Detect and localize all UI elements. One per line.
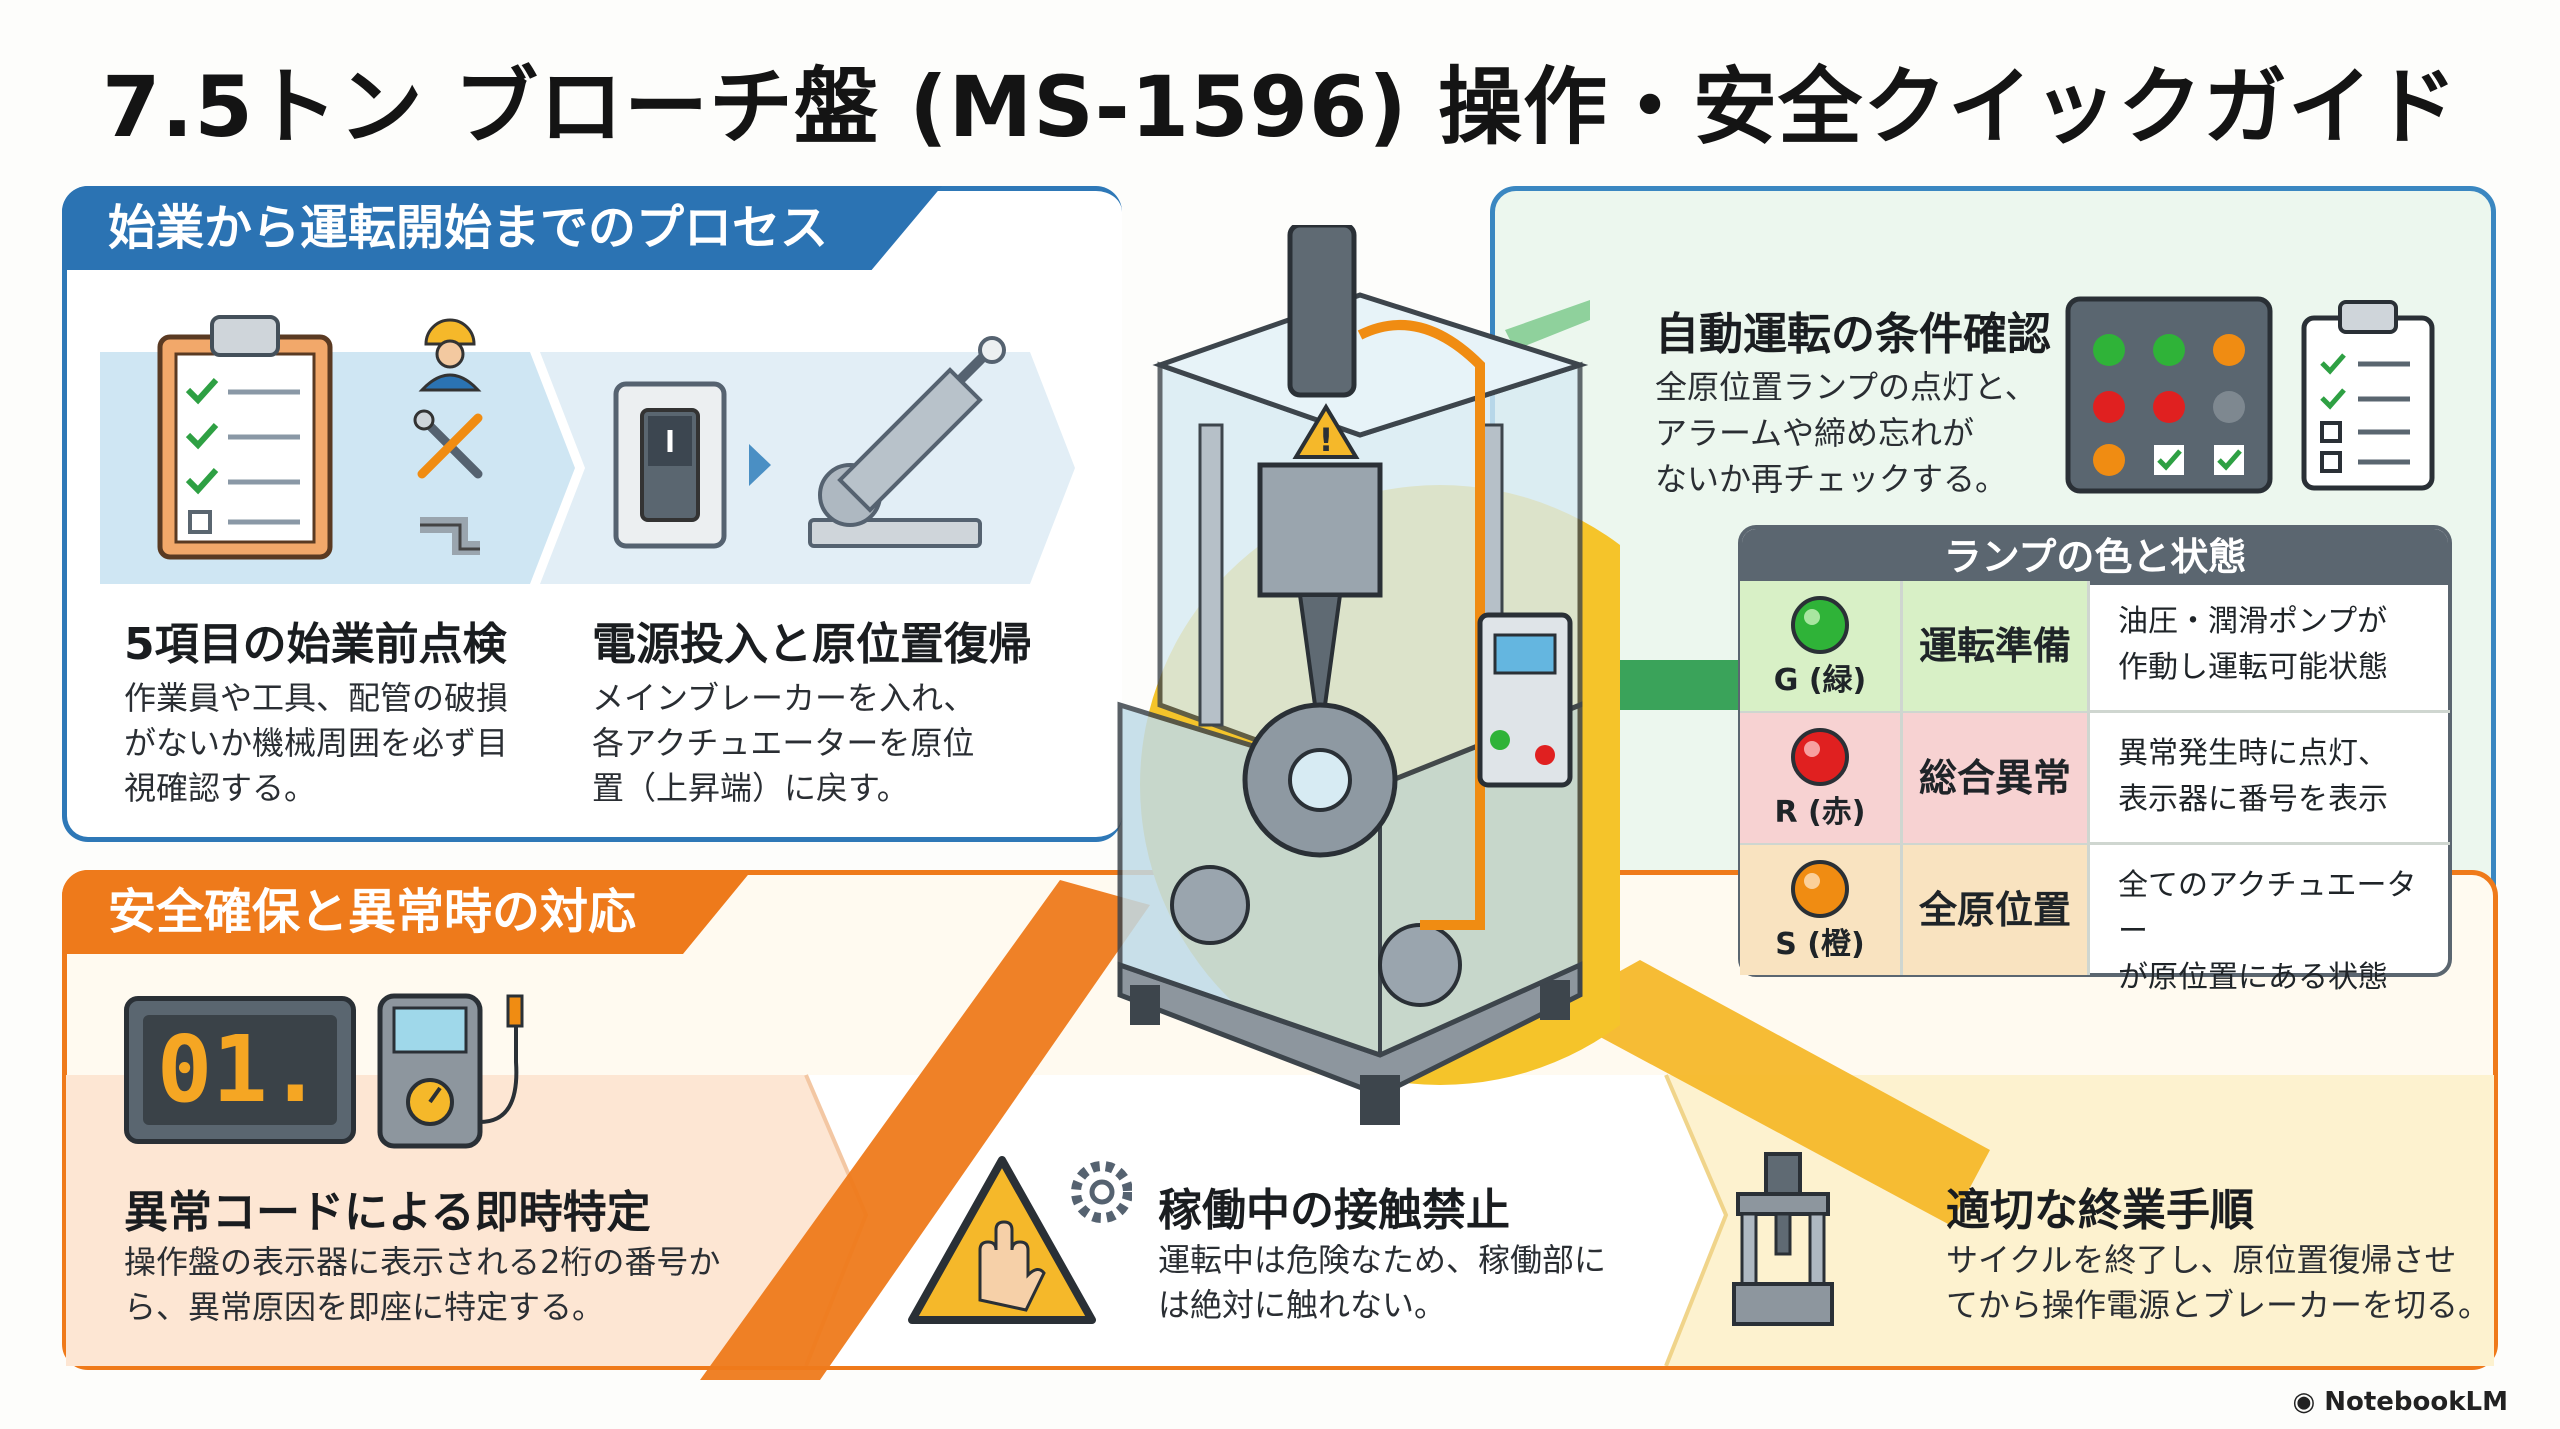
lamp-row-orange: S (橙) 全原位置 全てのアクチュエーターが原位置にある状態 bbox=[1740, 845, 2450, 995]
actuator-arm-icon bbox=[808, 336, 1006, 548]
safety-item2-text: 運転中は危険なため、稼働部には絶対に触れない。 bbox=[1158, 1241, 1607, 1324]
lamp-table-header: ランプの色と状態 bbox=[1742, 529, 2448, 585]
step2-title: 電源投入と原位置復帰 bbox=[592, 619, 1032, 670]
error-code-value: 01. bbox=[143, 1015, 337, 1125]
lamp-code: R (赤) bbox=[1774, 795, 1866, 830]
brand-label: ◉ NotebookLM bbox=[2292, 1387, 2508, 1417]
lamp-state: 全原位置 bbox=[1900, 845, 2090, 975]
orange-lamp-icon bbox=[1791, 860, 1849, 918]
error-code-display: 01. bbox=[124, 996, 356, 1144]
worker-icon bbox=[418, 318, 482, 392]
green-lamp-icon bbox=[1791, 596, 1849, 654]
lamp-state: 総合異常 bbox=[1900, 713, 2090, 843]
broaching-machine-illustration: ! bbox=[1117, 225, 1620, 1125]
check-clipboard-icon bbox=[2301, 300, 2435, 491]
lamp-code: S (橙) bbox=[1775, 927, 1865, 962]
lamp-desc: 全てのアクチュエーターが原位置にある状態 bbox=[2118, 868, 2417, 995]
auto-run-text: 全原位置ランプの点灯と、アラームや締め忘れがないか再チェックする。 bbox=[1655, 368, 2037, 498]
checklist-clipboard-icon bbox=[157, 315, 333, 560]
safety-item3-title: 適切な終業手順 bbox=[1946, 1185, 2254, 1236]
process-header: 始業から運転開始までのプロセス bbox=[62, 186, 942, 270]
pipe-icon bbox=[420, 517, 480, 555]
step1-title: 5項目の始業前点検 bbox=[124, 619, 507, 670]
safety-header: 安全確保と異常時の対応 bbox=[62, 870, 752, 954]
step2-text: メインブレーカーを入れ、各アクチュエーターを原位置（上昇端）に戻す。 bbox=[592, 679, 976, 807]
step1-text: 作業員や工具、配管の破損がないか機械周囲を必ず目視確認する。 bbox=[124, 679, 509, 807]
safety-item2-title: 稼働中の接触禁止 bbox=[1158, 1185, 1510, 1236]
safety-item3-text: サイクルを終了し、原位置復帰させてから操作電源とブレーカーを切る。 bbox=[1946, 1241, 2491, 1324]
lamp-color-cell: G (緑) bbox=[1740, 581, 1900, 711]
lamp-state: 運転準備 bbox=[1900, 581, 2090, 711]
lamp-panel-icon bbox=[2065, 296, 2273, 494]
lamp-row-red: R (赤) 総合異常 異常発生時に点灯、表示器に番号を表示 bbox=[1740, 713, 2450, 845]
arrow-right-icon bbox=[749, 444, 771, 486]
lamp-desc: 異常発生時に点灯、表示器に番号を表示 bbox=[2118, 736, 2388, 817]
svg-text:!: ! bbox=[1319, 421, 1334, 459]
lamp-color-cell: R (赤) bbox=[1740, 713, 1900, 843]
notebooklm-logo-icon: ◉ bbox=[2292, 1387, 2325, 1417]
multimeter-icon bbox=[377, 993, 524, 1149]
page-title: 7.5トン ブローチ盤 (MS-1596) 操作・安全クイックガイド bbox=[101, 58, 2459, 156]
lamp-desc: 油圧・潤滑ポンプが作動し運転可能状態 bbox=[2118, 604, 2388, 685]
safety-item1-text: 操作盤の表示器に表示される2桁の番号から、異常原因を即座に特定する。 bbox=[124, 1243, 721, 1326]
lamp-row-green: G (緑) 運転準備 油圧・潤滑ポンプが作動し運転可能状態 bbox=[1740, 581, 2450, 713]
machine-small-icon bbox=[1732, 1152, 1834, 1326]
lamp-code: G (緑) bbox=[1773, 663, 1867, 698]
power-switch-icon bbox=[613, 381, 727, 549]
red-lamp-icon bbox=[1791, 728, 1849, 786]
no-touch-warning-icon bbox=[908, 1156, 1132, 1324]
safety-item1-title: 異常コードによる即時特定 bbox=[124, 1187, 651, 1238]
auto-run-title: 自動運転の条件確認 bbox=[1655, 309, 2051, 360]
tools-icon bbox=[413, 409, 483, 479]
lamp-color-cell: S (橙) bbox=[1740, 845, 1900, 975]
